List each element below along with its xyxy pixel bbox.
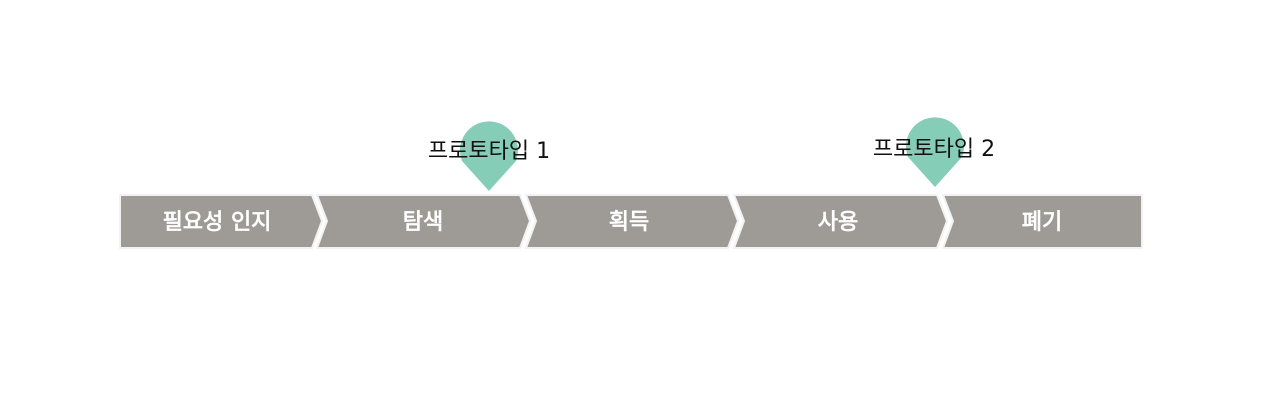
stage-need-recognition-label: 필요성 인지 [163, 210, 272, 235]
stage-acquisition-label: 획득 [609, 210, 649, 235]
stage-search: 탐색 [315, 194, 532, 249]
stage-search-label: 탐색 [403, 210, 443, 235]
stage-use-label: 사용 [818, 210, 858, 235]
stage-use: 사용 [732, 194, 949, 249]
prototype-2-marker: 프로토타입 2 [873, 117, 995, 187]
stage-disposal: 폐기 [941, 194, 1143, 249]
prototype-1-label: 프로토타입 1 [428, 139, 550, 164]
stage-need-recognition-shape [119, 194, 324, 249]
map-pin-icon [906, 117, 964, 187]
stage-acquisition-shape [524, 194, 740, 249]
stage-search-shape [315, 194, 532, 249]
map-pin-icon [460, 121, 518, 191]
prototype-1-marker: 프로토타입 1 [428, 121, 550, 191]
stage-chevrons: 필요성 인지 탐색 획득 사용 폐기 [119, 194, 1143, 249]
stage-acquisition: 획득 [524, 194, 740, 249]
stage-use-shape [732, 194, 949, 249]
stage-disposal-label: 폐기 [1022, 210, 1062, 235]
stage-disposal-shape [941, 194, 1143, 249]
prototype-2-label: 프로토타입 2 [873, 137, 995, 162]
stage-need-recognition: 필요성 인지 [119, 194, 324, 249]
prototype-markers: 프로토타입 1 프로토타입 2 [428, 117, 995, 191]
